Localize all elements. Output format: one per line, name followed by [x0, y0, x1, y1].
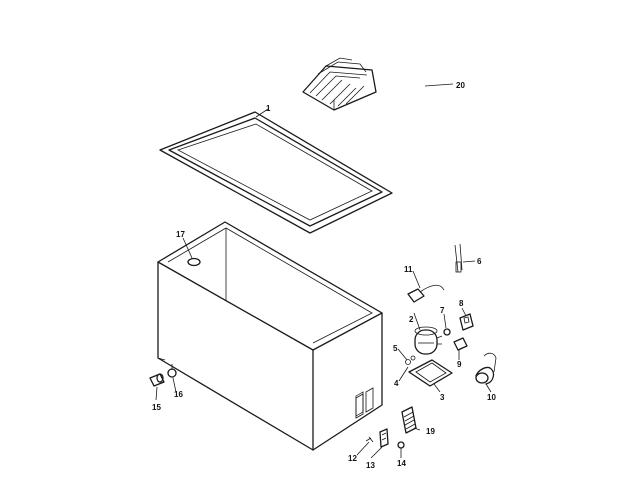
label-part-16: 16 [174, 390, 183, 399]
bumper [397, 441, 405, 454]
thermostat [407, 284, 445, 303]
compressor-base-plate [408, 359, 453, 387]
grommet [443, 328, 451, 336]
label-part-10: 10 [487, 393, 496, 402]
start-relay [459, 313, 474, 331]
vent-grille [401, 406, 417, 434]
label-part-8: 8 [459, 299, 464, 308]
label-part-17: 17 [176, 230, 185, 239]
label-part-12: 12 [348, 454, 357, 463]
label-part-13: 13 [366, 461, 375, 470]
label-part-15: 15 [152, 403, 161, 412]
label-part-6: 6 [477, 257, 482, 266]
mounting-grommets [405, 355, 416, 365]
leader-lines [155, 83, 492, 459]
thermostat-capillary [454, 243, 463, 273]
part-number-labels: 1 20 17 15 16 6 11 2 7 8 9 10 3 4 5 19 1… [152, 81, 496, 470]
label-part-1: 1 [266, 104, 271, 113]
basket-assembly [302, 57, 377, 111]
hinge-bracket [379, 428, 389, 448]
overload-cover [453, 337, 468, 351]
power-cord [475, 352, 497, 385]
label-part-19: 19 [426, 427, 435, 436]
label-part-4: 4 [394, 379, 399, 388]
label-part-3: 3 [440, 393, 445, 402]
label-part-2: 2 [409, 315, 414, 324]
lid-gasket [159, 111, 393, 234]
label-part-5: 5 [393, 344, 398, 353]
freezer-cabinet [157, 221, 383, 451]
label-part-9: 9 [457, 360, 462, 369]
drain-fitting [167, 368, 177, 378]
label-part-20: 20 [456, 81, 465, 90]
label-part-7: 7 [440, 306, 445, 315]
label-part-14: 14 [397, 459, 406, 468]
drain-plug [187, 257, 201, 267]
screw [365, 436, 374, 443]
label-part-11: 11 [404, 265, 413, 274]
drain-cap [149, 373, 165, 387]
compressor [414, 326, 443, 355]
